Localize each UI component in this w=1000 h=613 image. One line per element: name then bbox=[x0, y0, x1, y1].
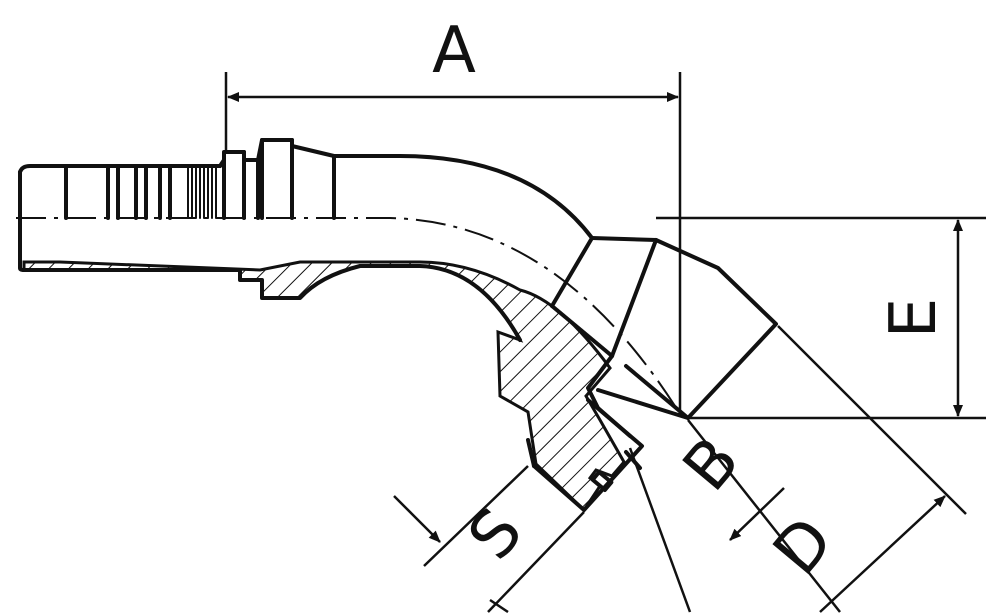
dimension-d bbox=[687, 325, 967, 613]
dimension-label-b: B bbox=[669, 424, 754, 505]
center-line bbox=[16, 217, 681, 415]
hose-tail bbox=[18, 138, 336, 272]
dimension-label-a: A bbox=[432, 14, 476, 88]
dimension-label-e: E bbox=[877, 298, 951, 338]
section-hatching bbox=[22, 260, 626, 513]
dimension-label-s: S bbox=[455, 495, 538, 574]
dimension-label-d: D bbox=[760, 504, 848, 589]
dimension-a bbox=[224, 72, 682, 414]
dimension-s bbox=[393, 465, 585, 613]
dimension-b bbox=[628, 447, 785, 613]
dimension-e bbox=[656, 216, 986, 420]
